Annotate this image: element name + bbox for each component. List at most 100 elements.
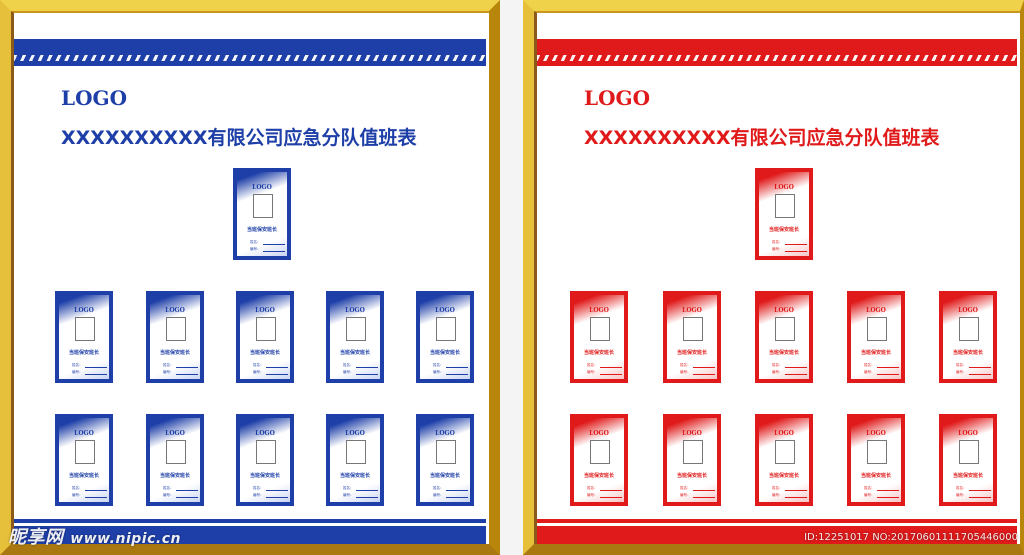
name-line: 姓名： [956,363,991,368]
card-role: 当班保安班长 [768,473,799,479]
photo-placeholder [253,194,273,218]
name-line: 姓名： [680,363,715,368]
card-logo: LOGO [165,307,185,314]
name-line: 姓名： [956,486,991,491]
card-logo: LOGO [774,430,794,437]
number-label: 编号： [587,493,598,497]
number-line: 编号： [864,493,899,498]
card-logo: LOGO [252,184,272,191]
name-line: 姓名： [772,486,807,491]
name-label: 姓名： [772,363,783,367]
card-role: 当班保安班长 [768,350,799,356]
number-label: 编号： [433,370,444,374]
photo-placeholder [775,317,795,341]
name-label: 姓名： [587,486,598,490]
card-logo: LOGO [255,430,275,437]
card-logo: LOGO [345,307,365,314]
number-line: 编号： [772,247,807,252]
name-label: 姓名： [433,363,444,367]
number-line: 编号： [587,493,622,498]
name-line: 姓名： [864,486,899,491]
card-logo: LOGO [589,430,609,437]
image-id-watermark: ID:12251017 NO:20170601111705446000 [804,532,1018,543]
number-label: 编号： [587,370,598,374]
number-line: 编号： [772,493,807,498]
name-label: 姓名： [680,486,691,490]
number-label: 编号： [864,370,875,374]
name-line: 姓名： [253,363,288,368]
number-label: 编号： [343,370,354,374]
number-line: 编号： [772,370,807,375]
card-logo: LOGO [165,430,185,437]
name-label: 姓名： [250,240,261,244]
number-label: 编号： [253,493,264,497]
name-line: 姓名： [72,363,107,368]
duty-card: LOGO 当班保安班长姓名： 编号： [755,291,813,383]
photo-placeholder [959,317,979,341]
name-label: 姓名： [253,363,264,367]
name-label: 姓名： [680,363,691,367]
number-label: 编号： [772,247,783,251]
photo-placeholder [775,194,795,218]
card-role: 当班保安班长 [768,227,799,233]
card-logo: LOGO [435,307,455,314]
chevron-stripe [14,55,486,61]
card-role: 当班保安班长 [583,350,614,356]
card-role: 当班保安班长 [860,473,891,479]
name-label: 姓名： [772,240,783,244]
card-role: 当班保安班长 [68,473,99,479]
card-logo: LOGO [866,307,886,314]
board-logo: LOGO [584,86,650,110]
number-label: 编号： [956,493,967,497]
number-line: 编号： [163,370,198,375]
card-role: 当班保安班长 [246,227,277,233]
name-line: 姓名： [163,363,198,368]
name-line: 姓名： [680,486,715,491]
number-label: 编号： [72,493,83,497]
name-label: 姓名： [864,486,875,490]
name-line: 姓名： [343,486,378,491]
photo-placeholder [346,440,366,464]
photo-placeholder [75,440,95,464]
board-logo: LOGO [61,86,127,110]
name-line: 姓名： [864,363,899,368]
name-label: 姓名： [72,363,83,367]
top-band [537,39,1017,66]
number-label: 编号： [433,493,444,497]
photo-placeholder [590,440,610,464]
name-line: 姓名： [433,486,468,491]
photo-placeholder [867,317,887,341]
name-line: 姓名： [772,363,807,368]
name-line: 姓名： [250,240,285,245]
duty-card: LOGO 当班保安班长姓名： 编号： [146,291,204,383]
name-label: 姓名： [864,363,875,367]
card-role: 当班保安班长 [68,350,99,356]
card-role: 当班保安班长 [429,473,460,479]
photo-placeholder [256,440,276,464]
number-label: 编号： [253,370,264,374]
name-line: 姓名： [253,486,288,491]
number-line: 编号： [343,493,378,498]
photo-placeholder [436,317,456,341]
card-logo: LOGO [345,430,365,437]
photo-placeholder [166,440,186,464]
number-line: 编号： [680,493,715,498]
number-label: 编号： [72,370,83,374]
number-line: 编号： [956,370,991,375]
card-role: 当班保安班长 [339,473,370,479]
site-watermark: 昵享网 www.nipic.cn [8,523,181,549]
photo-placeholder [256,317,276,341]
card-logo: LOGO [774,307,794,314]
card-role: 当班保安班长 [159,350,190,356]
card-logo: LOGO [774,184,794,191]
photo-placeholder [590,317,610,341]
name-label: 姓名： [433,486,444,490]
name-label: 姓名： [343,486,354,490]
